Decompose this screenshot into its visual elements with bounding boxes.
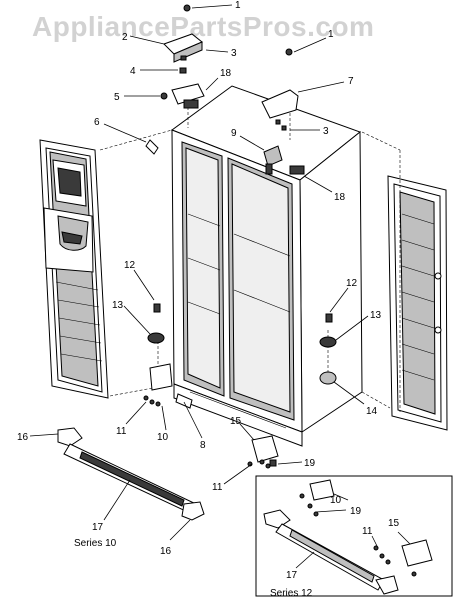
callout-19: 19	[350, 506, 362, 517]
callout-10: 10	[330, 495, 342, 506]
callout-10: 10	[157, 432, 169, 443]
callout-11: 11	[116, 426, 127, 437]
callout-17: 17	[92, 522, 104, 533]
callout-13: 13	[112, 300, 124, 311]
grille-series-10	[57, 427, 205, 521]
callout-18: 18	[220, 68, 232, 79]
right-door	[387, 175, 448, 431]
lower-hinge-right	[319, 313, 337, 385]
callout-9: 9	[231, 128, 237, 139]
callout-4: 4	[130, 66, 136, 77]
callout-13: 13	[370, 310, 382, 321]
lower-hinge-left	[143, 303, 193, 409]
lower-hinge-15	[247, 435, 279, 469]
callout-14: 14	[366, 406, 378, 417]
cabinet	[170, 85, 363, 447]
series-12-label: Series 12	[270, 588, 313, 599]
callout-3: 3	[323, 126, 329, 137]
callout-15: 15	[230, 416, 242, 427]
callout-labels: 1 1 2 3 3 4 5 6 7 8 9 10 10 11 11 11 12 …	[17, 0, 400, 599]
callout-1: 1	[235, 0, 241, 11]
callout-8: 8	[200, 440, 206, 451]
top-hinge-left	[160, 4, 205, 109]
callout-3: 3	[231, 48, 237, 59]
left-door	[39, 139, 109, 399]
callout-18: 18	[334, 192, 346, 203]
series-12-inset	[255, 475, 453, 597]
callout-6: 6	[94, 117, 100, 128]
callout-19: 19	[304, 458, 316, 469]
watermark-text: AppliancePartsPros.com	[32, 11, 374, 42]
callout-16: 16	[160, 546, 172, 557]
callout-5: 5	[114, 92, 120, 103]
callout-15: 15	[388, 518, 400, 529]
series-10-label: Series 10	[74, 538, 117, 549]
part-6-pin	[145, 139, 159, 155]
callout-16: 16	[17, 432, 29, 443]
callout-17: 17	[286, 570, 298, 581]
callout-1: 1	[328, 29, 334, 40]
callout-7: 7	[348, 76, 354, 87]
top-hinge-right	[261, 48, 305, 175]
callout-11: 11	[362, 526, 373, 537]
callout-12: 12	[346, 278, 358, 289]
callout-2: 2	[122, 32, 128, 43]
callout-11: 11	[212, 482, 223, 493]
callout-12: 12	[124, 260, 136, 271]
leader-lines	[29, 4, 411, 569]
